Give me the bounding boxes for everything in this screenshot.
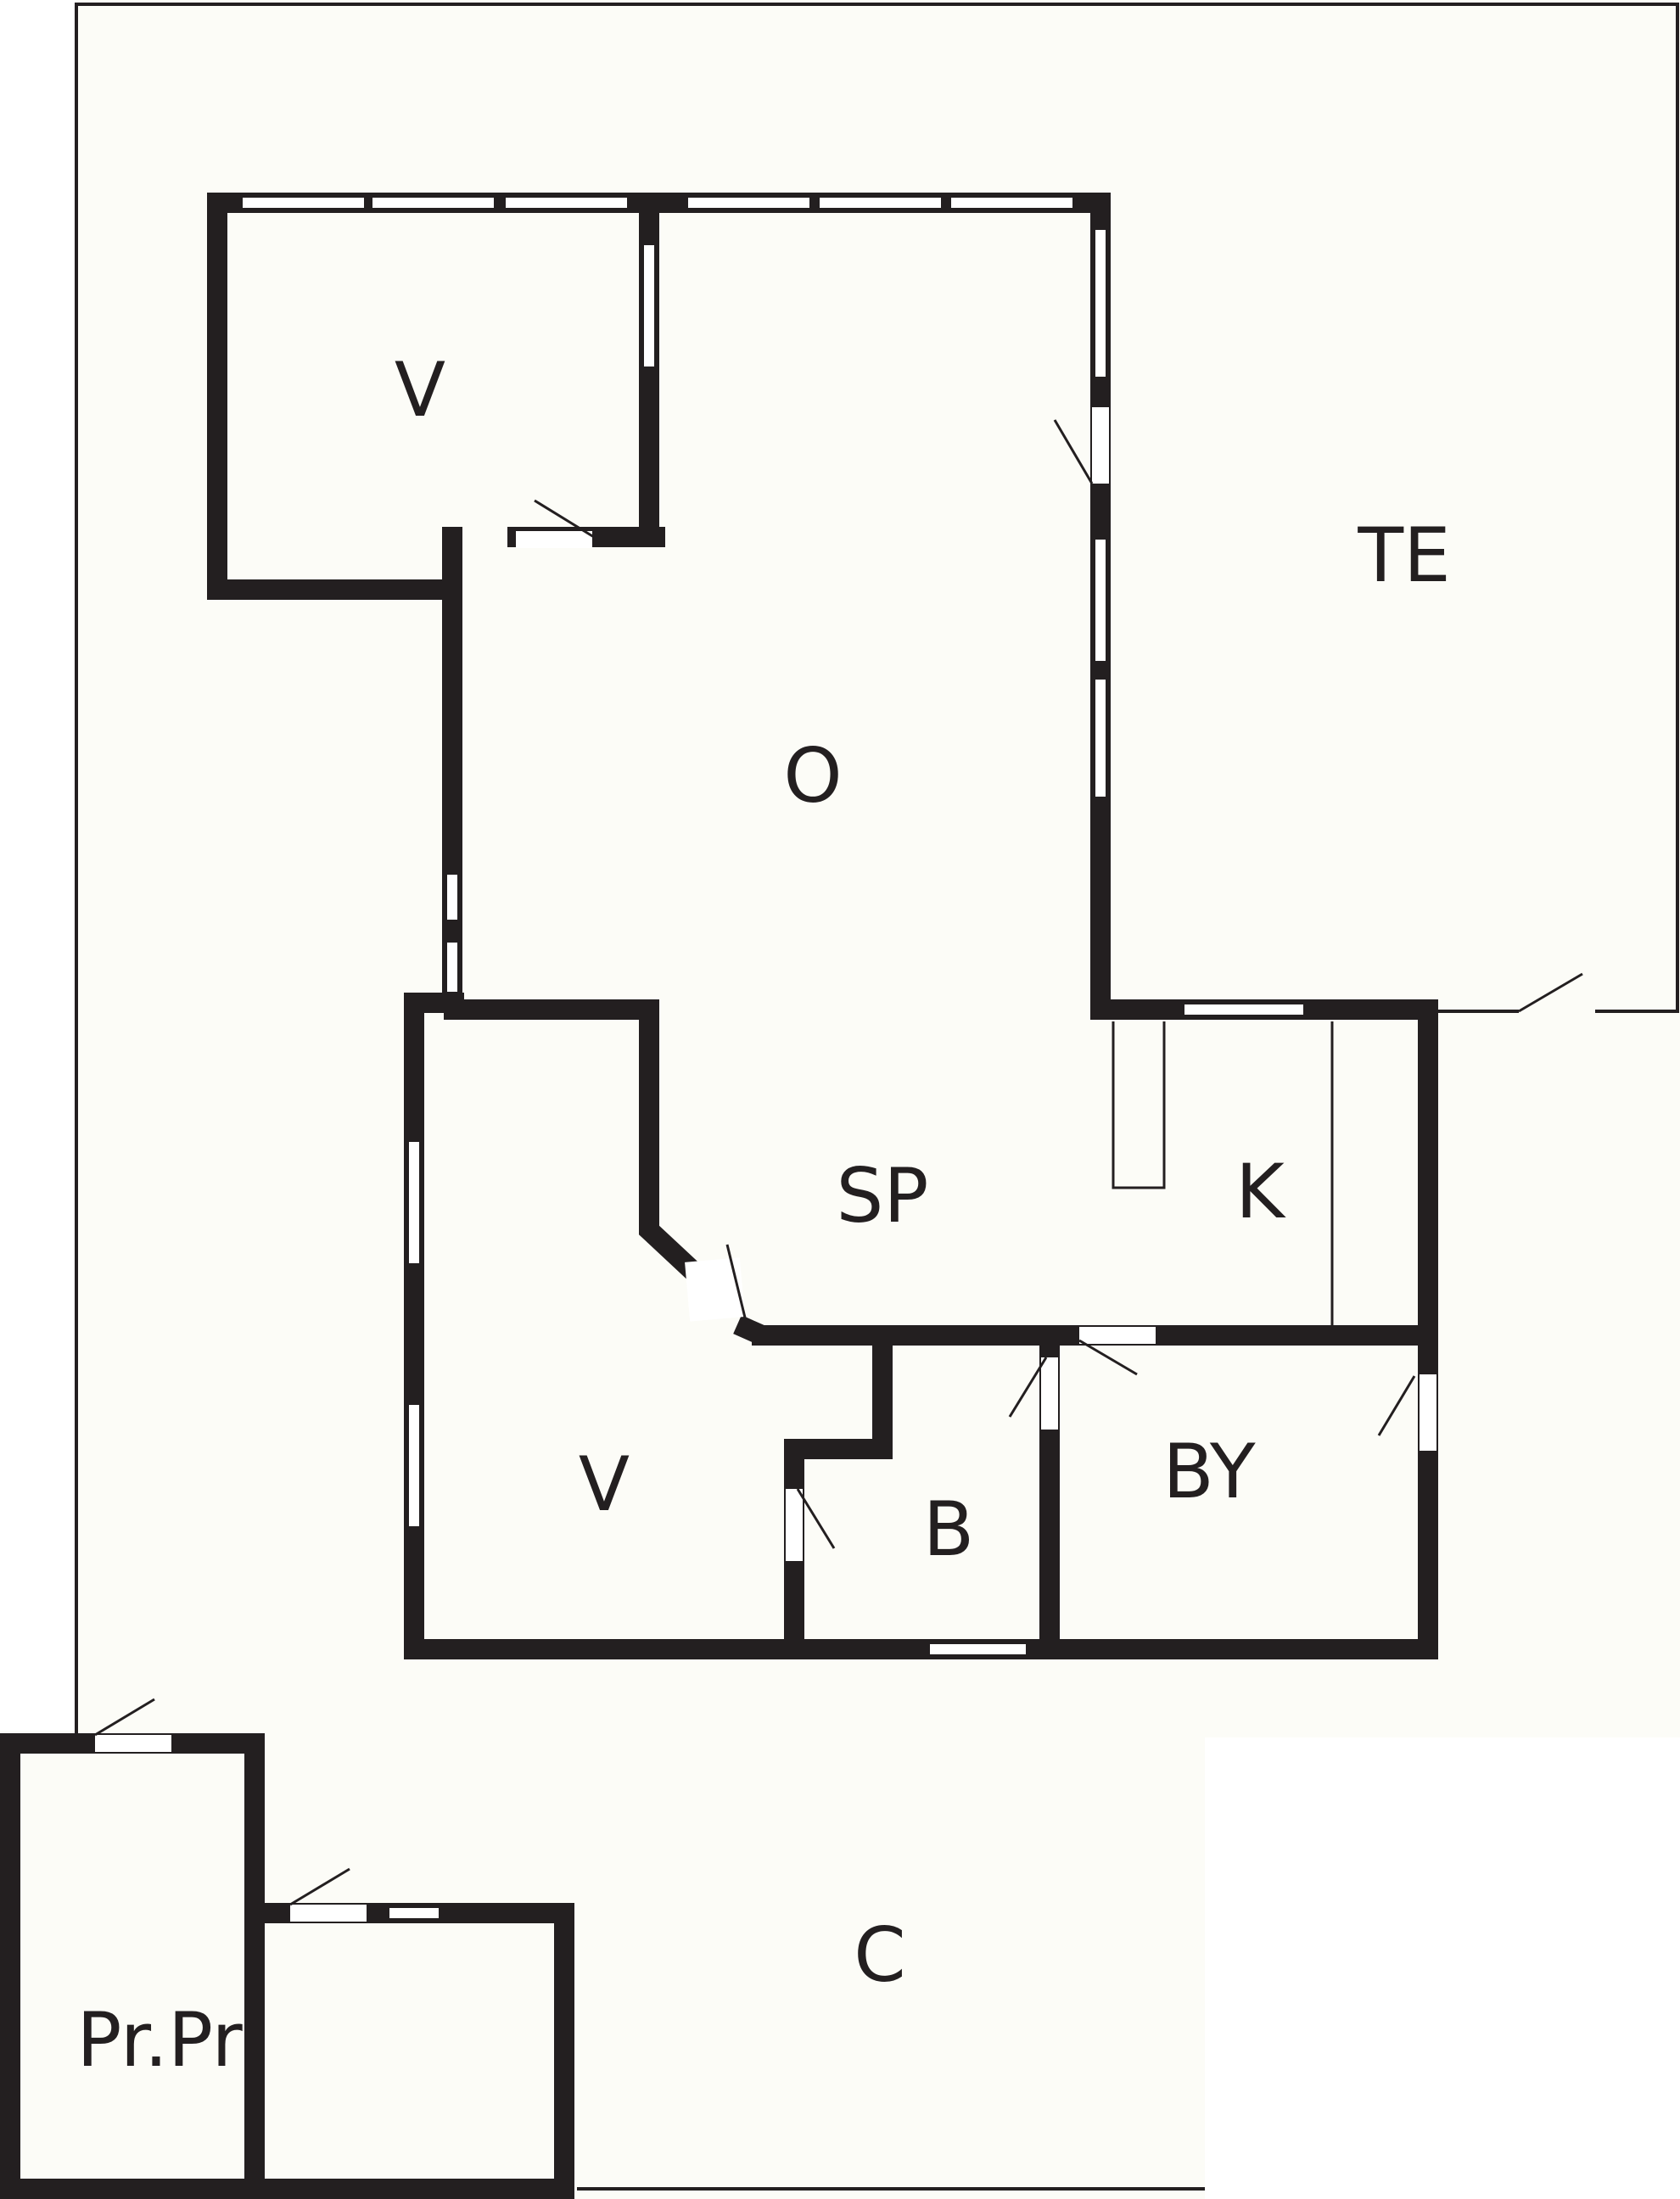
door-openings <box>95 407 1436 1922</box>
wall-dining-bedroom <box>444 999 702 1280</box>
room-label-bedroom-top: V <box>395 346 445 434</box>
window-e-1 <box>1094 228 1107 378</box>
courtyard-floor <box>0 1731 1205 2199</box>
window-bedroom-w-1 <box>407 1140 421 1265</box>
kitchen-counter <box>1112 1021 1166 1189</box>
window-e-3 <box>1094 678 1107 798</box>
windows <box>241 196 1305 1920</box>
window-n-3 <box>504 196 629 210</box>
room-label-courtyard: C <box>854 1911 905 1999</box>
door-gap-dining-bedroom <box>685 1257 745 1322</box>
window-n-6 <box>949 196 1074 210</box>
window-n-2 <box>371 196 496 210</box>
room-label-dining: SP <box>837 1152 929 1239</box>
door-gap-bath <box>786 1489 803 1561</box>
site-outline <box>75 3 1679 2191</box>
door-swings <box>94 419 1583 1906</box>
room-label-terrace: TE <box>1357 512 1450 599</box>
door-swing-utility-north <box>1078 1339 1138 1376</box>
window-n-4 <box>686 196 811 210</box>
room-label-kitchen: K <box>1235 1148 1286 1235</box>
window-w-2 <box>445 941 459 993</box>
door-swing-terrace-ext <box>1518 972 1583 1013</box>
wall-storage <box>0 1733 574 2199</box>
door-gap-utility-north <box>1079 1327 1156 1344</box>
door-swing-storage <box>94 1698 155 1737</box>
kitchen-fixtures <box>1112 1021 1334 1329</box>
door-swing-bath <box>796 1488 836 1549</box>
window-kitchen <box>1183 1003 1305 1016</box>
room-label-living: O <box>783 732 842 820</box>
room-label-storage: Pr.Pr <box>76 1996 243 2084</box>
window-n-5 <box>818 196 943 210</box>
window-bath-s <box>928 1642 1028 1656</box>
door-swing-utility-east <box>1377 1375 1416 1436</box>
door-swing-dining <box>725 1244 747 1318</box>
window-storage <box>388 1906 440 1920</box>
room-label-bathroom: B <box>923 1486 974 1573</box>
window-v-partition <box>642 243 656 368</box>
door-swing-storage-2 <box>289 1867 350 1906</box>
door-gap-storage <box>95 1735 171 1752</box>
door-gap-storage-2 <box>290 1905 367 1922</box>
room-label-bedroom-bottom: V <box>579 1441 630 1528</box>
door-gap-bedroom-top <box>516 531 592 548</box>
door-gap-living-terrace <box>1092 407 1109 484</box>
room-labels: TE V O SP K V B BY C Pr.Pr <box>76 346 1450 2084</box>
door-swing-bedroom-top <box>534 499 595 539</box>
door-gap-utility-east <box>1420 1374 1436 1451</box>
door-gap-utility-west <box>1041 1357 1058 1430</box>
site-floor <box>76 0 1680 1737</box>
room-label-utility: BY <box>1162 1428 1256 1515</box>
door-swing-terrace <box>1053 419 1094 484</box>
window-e-2 <box>1094 538 1107 663</box>
window-w-1 <box>445 873 459 921</box>
window-bedroom-w-2 <box>407 1403 421 1528</box>
site-boundary <box>75 3 1679 1739</box>
door-swing-utility-west <box>1008 1357 1048 1418</box>
wall-storage-north <box>0 1733 265 2199</box>
window-n-1 <box>241 196 366 210</box>
